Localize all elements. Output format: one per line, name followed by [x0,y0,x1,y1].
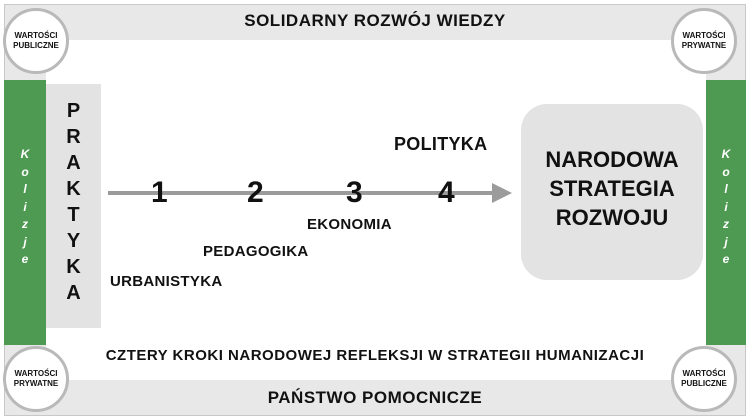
step-number: 3 [346,176,363,209]
corner-circle-top-left: WARTOŚCI PUBLICZNE [3,8,69,74]
summary-caption: CZTERY KROKI NARODOWEJ REFLEKSJI W STRAT… [105,347,645,364]
step-label-urbanistyka: URBANISTYKA [110,273,223,290]
step-label-ekonomia: EKONOMIA [307,216,392,233]
goal-box [521,104,703,280]
step-label-polityka: POLITYKA [394,134,488,154]
corner-label: WARTOŚCI PRYWATNE [681,31,727,50]
right-green-bar [706,80,746,345]
corner-label: WARTOŚCI PUBLICZNE [13,31,59,50]
arrow-head [492,183,512,203]
step-number: 1 [151,176,168,209]
praktyka-label: P R A K T Y K A [66,100,81,304]
left-green-bar [4,80,46,345]
side-label-right: K o l i z j e [721,147,731,266]
goal-label: NARODOWA STRATEGIA ROZWOJU [545,147,679,230]
corner-circle-top-right: WARTOŚCI PRYWATNE [671,8,737,74]
corner-label: WARTOŚCI PRYWATNE [13,369,59,388]
step-label-pedagogika: PEDAGOGIKA [203,243,309,260]
corner-circle-bottom-right: WARTOŚCI PUBLICZNE [671,346,737,412]
corner-label: WARTOŚCI PUBLICZNE [681,369,727,388]
corner-circle-bottom-left: WARTOŚCI PRYWATNE [3,346,69,412]
top-band-title: SOLIDARNY ROZWÓJ WIEDZY [244,11,506,30]
praktyka-box [46,84,101,328]
side-label-left: K o l i z j e [20,147,30,266]
step-number: 2 [247,176,264,209]
step-number: 4 [438,176,455,209]
bottom-band-title: PAŃSTWO POMOCNICZE [267,388,483,407]
